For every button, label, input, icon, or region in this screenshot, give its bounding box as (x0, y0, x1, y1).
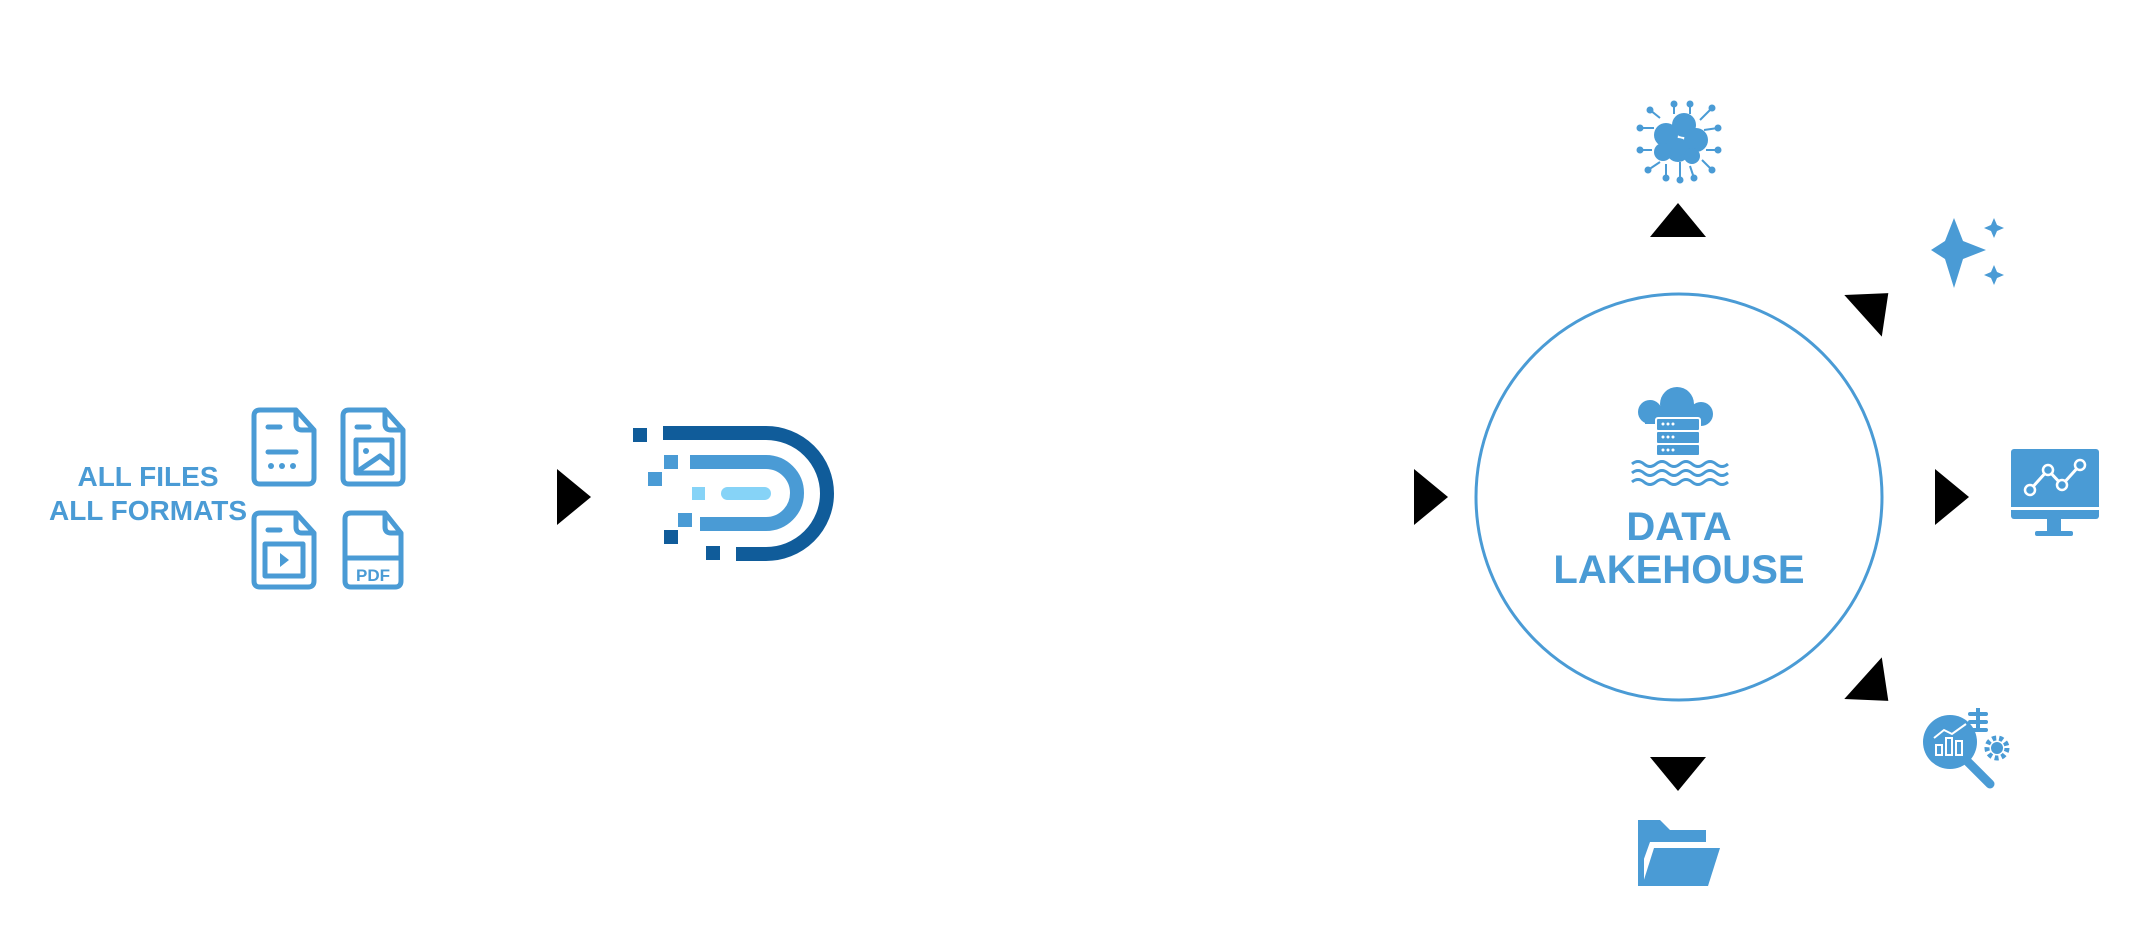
video-document-icon (251, 510, 317, 590)
hub-label-line1: DATA (1626, 505, 1731, 549)
arrow-to-genai (1795, 272, 1908, 381)
folder-icon (1638, 820, 1720, 886)
arrow-to-ai (1650, 203, 1706, 303)
image-document-icon (340, 407, 406, 487)
arrow-to-dashboards (1869, 469, 1969, 525)
cloud-server-lake-icon (1631, 387, 1729, 486)
arrow-to-analytics (1795, 613, 1908, 722)
arrow-into-lakehouse (1348, 469, 1448, 525)
pdf-label: PDF (356, 566, 390, 585)
arrow-to-files (1650, 691, 1706, 791)
text-document-icon (251, 407, 317, 487)
source-label-line2: ALL FORMATS (49, 495, 247, 526)
source-label-line1: ALL FILES (77, 461, 218, 492)
hub-label-line2: LAKEHOUSE (1553, 548, 1804, 592)
pdf-document-icon: PDF (342, 510, 404, 590)
arrow-to-logo (491, 469, 591, 525)
ai-brain-icon (1636, 100, 1722, 184)
sparkles-icon (1931, 218, 2004, 288)
lakehouse-circle (1474, 292, 1884, 702)
analytics-icon (1923, 708, 2010, 789)
company-logo (633, 426, 834, 561)
dashboard-monitor-icon (2011, 449, 2099, 536)
